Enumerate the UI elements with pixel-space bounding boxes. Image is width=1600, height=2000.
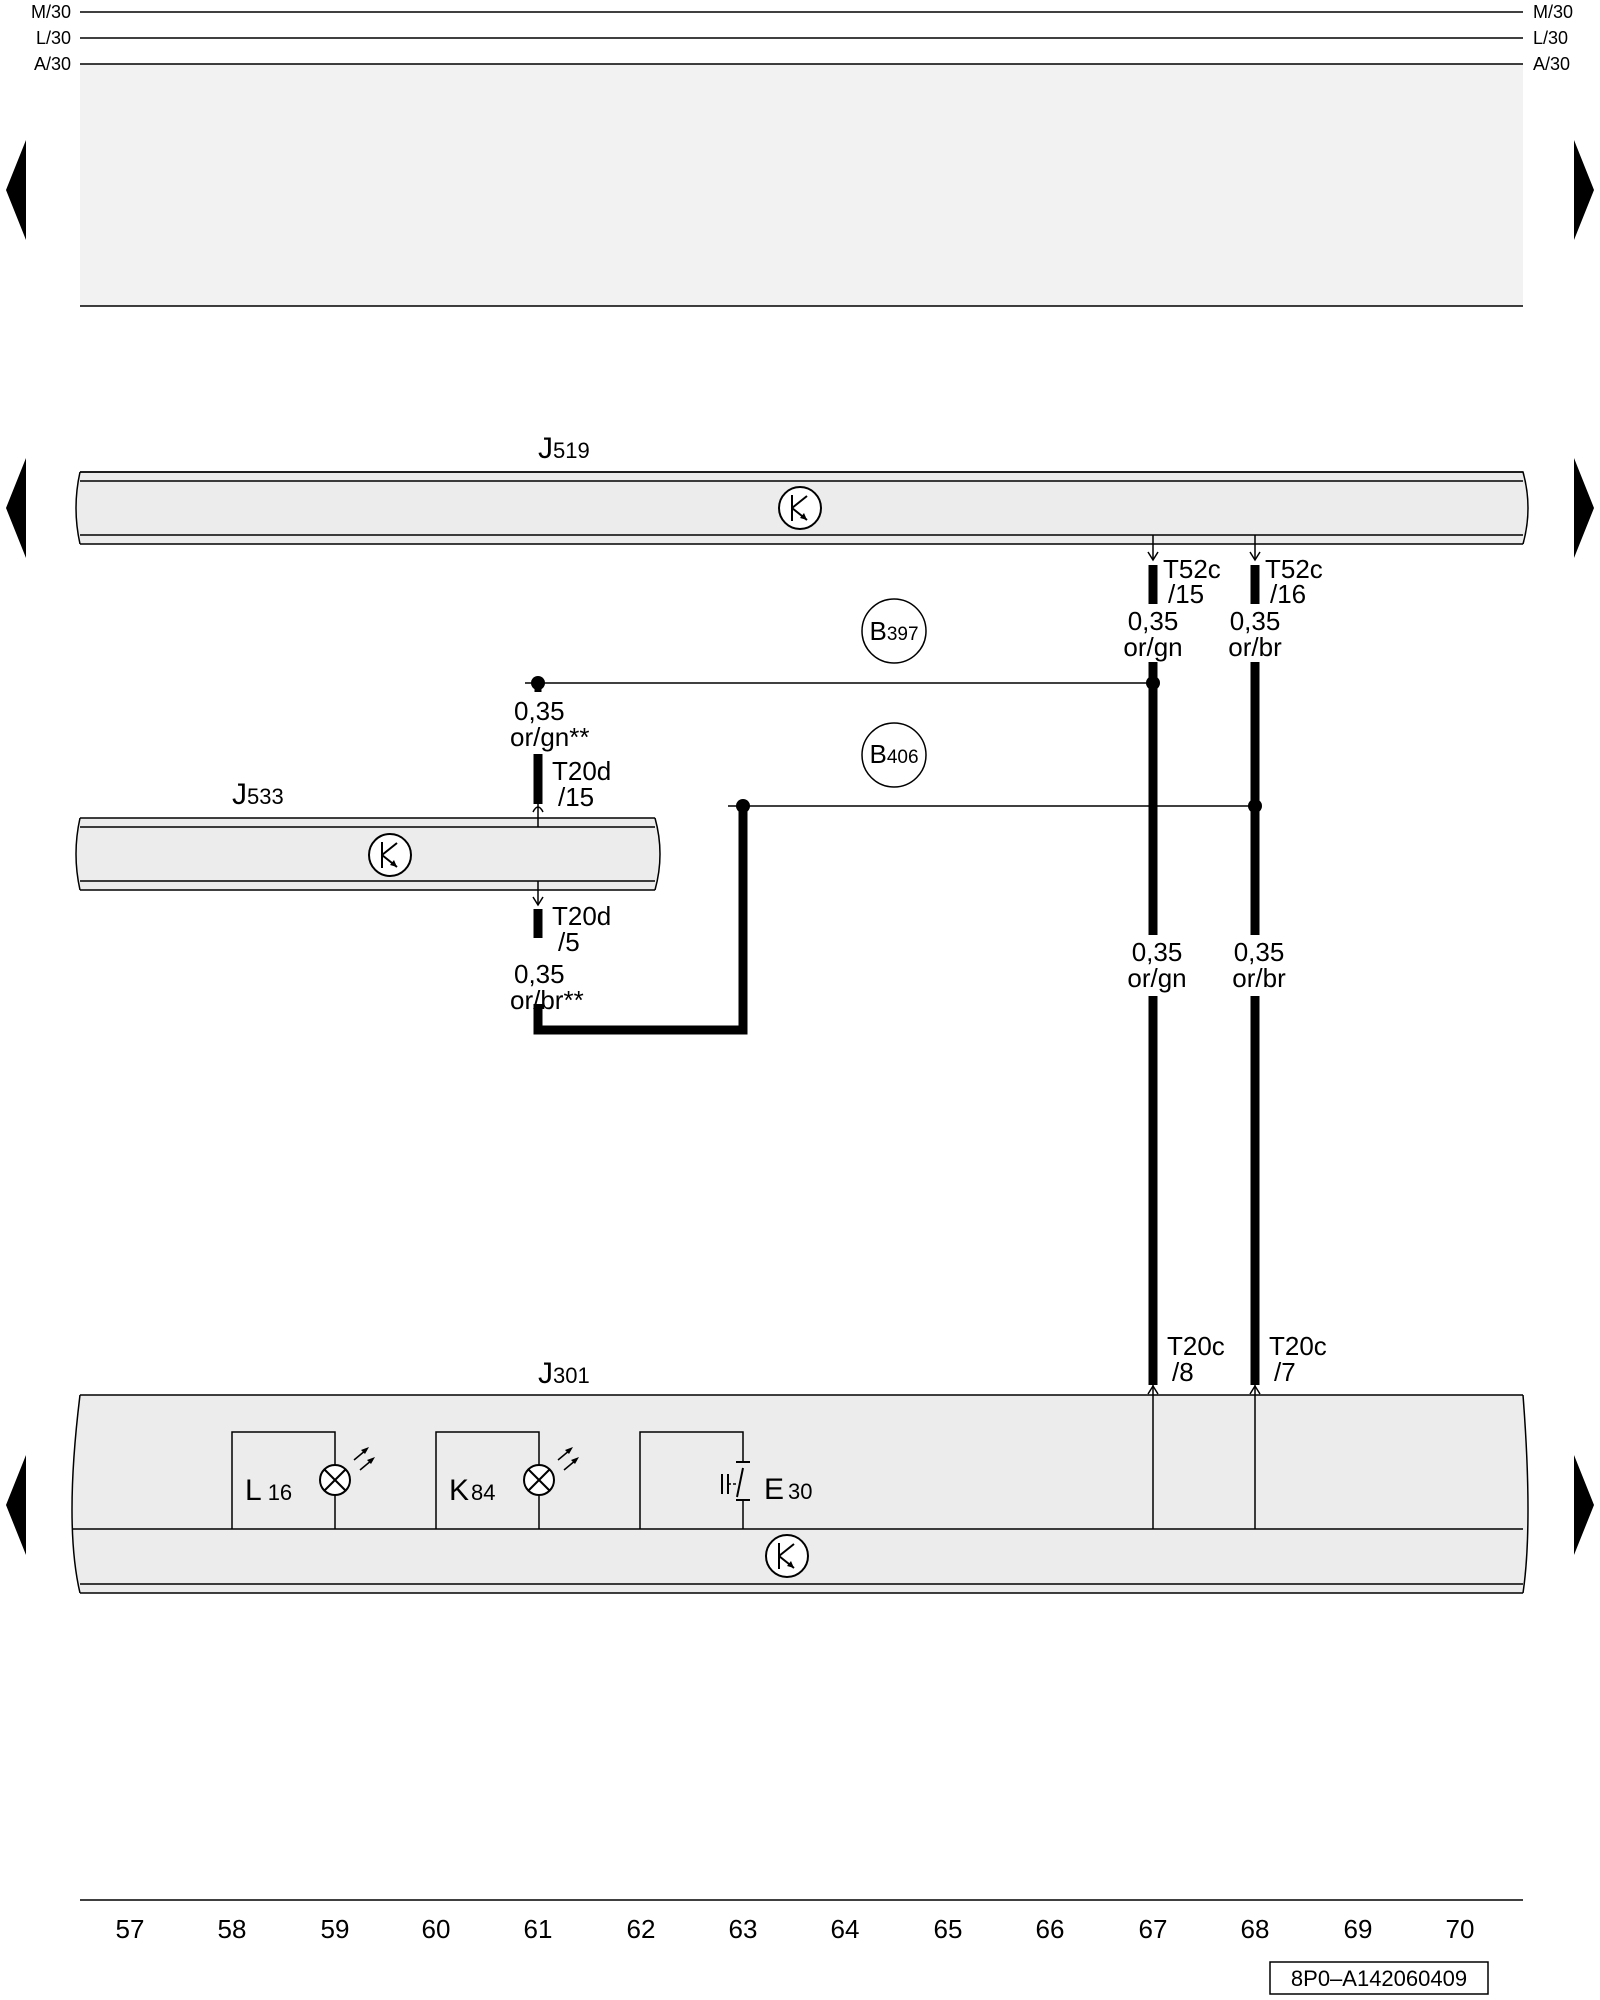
bulb-icon	[523, 1464, 555, 1496]
svg-text:B397: B397	[869, 616, 918, 646]
junction-dot	[1248, 799, 1262, 813]
pushbutton-switch-icon	[721, 1461, 750, 1501]
wire-color-label: or/gn**	[510, 722, 590, 752]
connector-label: T20c	[1269, 1331, 1327, 1361]
rail-label-m30-left: M/30	[31, 2, 71, 22]
electronic-unit-icon	[778, 486, 822, 530]
electronic-unit-icon	[765, 1534, 809, 1578]
connector-label: /7	[1274, 1357, 1296, 1387]
next-page-arrow-icon[interactable]	[1574, 458, 1594, 558]
wire-color-label: or/br	[1232, 963, 1286, 993]
connector-label: /8	[1172, 1357, 1194, 1387]
bulb-icon	[319, 1464, 351, 1496]
wire-size-label: 0,35	[1128, 606, 1179, 636]
light-rays-icon	[557, 1447, 579, 1471]
electronic-unit-icon	[368, 833, 412, 877]
column-number: 67	[1139, 1914, 1168, 1944]
rail-label-l30-right: L/30	[1533, 28, 1568, 48]
connector-label: T52c	[1163, 554, 1221, 584]
prev-page-arrow-icon[interactable]	[6, 1455, 26, 1555]
connector-label: T20d	[552, 756, 611, 786]
connector-label: T52c	[1265, 554, 1323, 584]
control-unit-j533: J533	[75, 778, 661, 891]
wire-color-label: or/gn	[1123, 632, 1182, 662]
page-arrows	[6, 140, 1594, 1555]
wire-size-label: 0,35	[1230, 606, 1281, 636]
next-page-arrow-icon[interactable]	[1574, 1455, 1594, 1555]
rail-label-m30-right: M/30	[1533, 2, 1573, 22]
component-label-j533: J533	[232, 778, 284, 811]
rail-label-a30-right: A/30	[1533, 54, 1570, 74]
wire-size-label: 0,35	[514, 959, 565, 989]
column-ruler: 57 58 59 60 61 62 63 64 65 66 67 68 69 7…	[80, 1899, 1523, 1944]
connector-label: T20d	[552, 901, 611, 931]
wire-or-br	[533, 806, 748, 1035]
column-number: 64	[831, 1914, 860, 1944]
column-number: 58	[218, 1914, 247, 1944]
wires	[525, 535, 1262, 1529]
column-number: 63	[729, 1914, 758, 1944]
column-number: 57	[116, 1914, 145, 1944]
bus-marker-b406: B406	[861, 722, 927, 788]
connector-labels: T52c /15 T52c /16 T20d /15 T20d /5 T20c …	[552, 554, 1327, 1387]
connector-label: T20c	[1167, 1331, 1225, 1361]
wire-color-label: or/br	[1228, 632, 1282, 662]
svg-text:B406: B406	[869, 739, 918, 769]
bus-marker-b397: B397	[861, 598, 927, 664]
power-rails: M/30 L/30 A/30 M/30 L/30 A/30	[31, 2, 1573, 307]
column-number: 70	[1446, 1914, 1475, 1944]
wire-size-label: 0,35	[1234, 937, 1285, 967]
column-number: 61	[524, 1914, 553, 1944]
wire-labels: 0,35 or/gn 0,35 or/br 0,35 or/gn** 0,35 …	[510, 606, 1286, 1015]
component-label-j519: J519	[538, 432, 590, 465]
column-number: 66	[1036, 1914, 1065, 1944]
column-number: 68	[1241, 1914, 1270, 1944]
connector-label: /15	[1168, 579, 1204, 609]
reference-box: 8P0–A142060409	[1269, 1961, 1489, 1995]
column-number: 62	[627, 1914, 656, 1944]
prev-page-arrow-icon[interactable]	[6, 458, 26, 558]
next-page-arrow-icon[interactable]	[1574, 140, 1594, 240]
column-number: 59	[321, 1914, 350, 1944]
reference-code: 8P0–A142060409	[1291, 1966, 1467, 1991]
connector-label: /5	[558, 927, 580, 957]
connector-label: /15	[558, 782, 594, 812]
prev-page-arrow-icon[interactable]	[6, 140, 26, 240]
connector-label: /16	[1270, 579, 1306, 609]
component-label-k84: K84	[449, 1474, 496, 1507]
bulb-k84: K84	[435, 1431, 579, 1529]
column-number: 65	[934, 1914, 963, 1944]
rail-area	[80, 64, 1523, 306]
component-label-j301: J301	[538, 1357, 590, 1390]
junction-dot	[1146, 676, 1160, 690]
rail-label-l30-left: L/30	[36, 28, 71, 48]
control-unit-j519: J519	[75, 432, 1529, 545]
wire-size-label: 0,35	[1132, 937, 1183, 967]
rail-label-a30-left: A/30	[34, 54, 71, 74]
wire-color-label: or/br**	[510, 985, 584, 1015]
wire-color-label: or/gn	[1127, 963, 1186, 993]
wire-size-label: 0,35	[514, 696, 565, 726]
column-number: 69	[1344, 1914, 1373, 1944]
light-rays-icon	[353, 1447, 375, 1471]
column-number: 60	[422, 1914, 451, 1944]
